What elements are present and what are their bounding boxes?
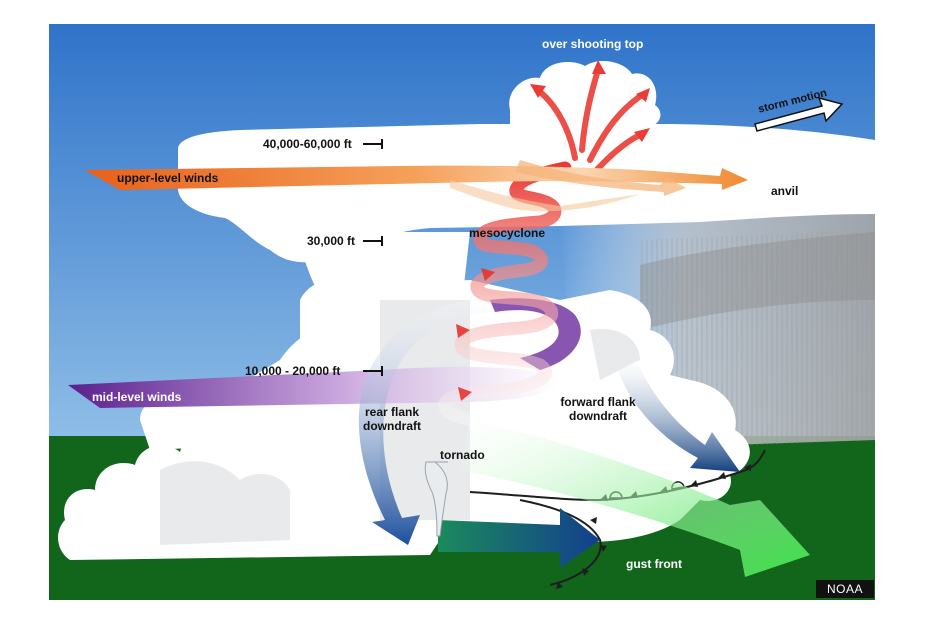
inflow-arrow <box>460 420 810 577</box>
altitude-marker-icon <box>363 139 383 376</box>
forward-flank-downdraft-label: forward flank downdraft <box>560 395 636 423</box>
tornado-funnel-icon <box>424 461 448 537</box>
spiral-arrowheads <box>456 268 495 401</box>
mesocyclone-label: mesocyclone <box>469 226 546 240</box>
mid-level-winds-label: mid-level winds <box>92 390 182 404</box>
mid-level-winds-wrap <box>490 298 581 370</box>
wall-cloud-shading <box>640 232 875 330</box>
overshooting-updraft-arrows <box>537 67 645 178</box>
upper-level-lower-branch <box>450 180 640 212</box>
mid-level-winds-arrow <box>68 366 560 408</box>
forward-flank-downdraft-arrow <box>618 360 740 472</box>
altitude-10k-label: 10,000 - 20,000 ft <box>245 364 341 378</box>
noaa-credit: NOAA <box>816 580 874 598</box>
gust-front-label: gust front <box>626 557 682 571</box>
overshooting-arrowheads <box>530 60 650 142</box>
altitude-30k-label: 30,000 ft <box>307 234 356 248</box>
upper-level-outflow-branch <box>515 160 686 196</box>
outflow-arrow <box>438 508 600 568</box>
rear-flank-downdraft-label: rear flank downdraft <box>363 405 421 433</box>
overshooting-top-label: over shooting top <box>542 37 644 51</box>
storm-motion-arrow-icon <box>754 96 844 132</box>
upper-level-winds-label: upper-level winds <box>117 171 219 185</box>
upper-level-winds-arrow <box>85 165 748 190</box>
altitude-40k-label: 40,000-60,000 ft <box>263 137 352 151</box>
tornado-label: tornado <box>440 448 485 462</box>
rear-flank-downdraft-arrow <box>358 298 495 545</box>
anvil-label: anvil <box>771 184 799 198</box>
